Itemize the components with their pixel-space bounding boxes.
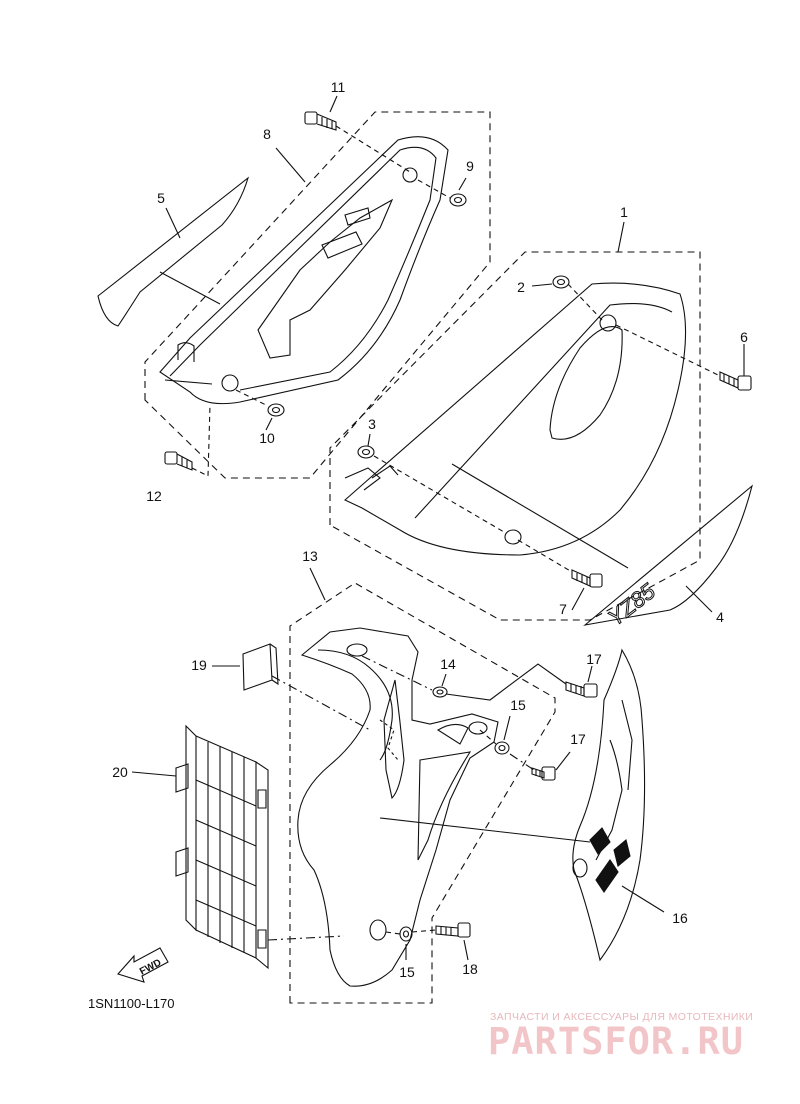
callout-8: 8: [263, 126, 271, 142]
callout-17-upper: 17: [586, 651, 602, 667]
part-18-bolt: [411, 922, 471, 961]
callout-9: 9: [466, 158, 474, 174]
part-10-grommet: [235, 389, 285, 431]
part-13-shroud: [297, 627, 499, 987]
callout-15-lower: 15: [399, 964, 415, 980]
part-15-grommet-lower: [385, 926, 413, 960]
part-5-decal: [97, 176, 250, 327]
callout-6: 6: [740, 329, 748, 345]
callout-5: 5: [157, 190, 165, 206]
callout-13: 13: [302, 548, 318, 564]
part-19-sponge: [212, 643, 371, 731]
part-11-bolt: [304, 111, 411, 173]
part-1-side-cover: [344, 282, 687, 556]
callout-2: 2: [517, 279, 525, 295]
part-6-bolt: [615, 324, 752, 391]
group-box-1: [329, 251, 701, 621]
part-12-bolt: [164, 404, 211, 477]
callout-3: 3: [368, 416, 376, 432]
part-9-grommet: [417, 177, 467, 207]
watermark-logo: PARTSFOR.RU: [488, 1020, 745, 1063]
part-17-bolt-lower: [509, 751, 571, 781]
callout-16: 16: [672, 910, 688, 926]
callout-12: 12: [146, 488, 162, 504]
group-box-13: [289, 582, 556, 1004]
part-8-side-cover: [159, 136, 449, 405]
callout-18: 18: [462, 961, 478, 977]
callout-17-lower: 17: [570, 731, 586, 747]
part-17-bolt-upper: [445, 663, 598, 701]
group-box-8: [144, 111, 491, 479]
part-4-decal: [451, 463, 753, 626]
fwd-arrow-icon: [117, 947, 169, 983]
callout-19: 19: [191, 657, 207, 673]
callout-14: 14: [440, 656, 456, 672]
part-2-grommet: [531, 275, 603, 321]
watermark-caption: ЗАПЧАСТИ И АКСЕССУАРЫ ДЛЯ МОТОТЕХНИКИ: [490, 1011, 754, 1023]
callout-11: 11: [330, 79, 346, 95]
callout-1: 1: [620, 204, 628, 220]
callout-4: 4: [716, 609, 724, 625]
callout-20: 20: [112, 764, 128, 780]
part-15-grommet-upper: [479, 715, 511, 755]
part-20-radiator-guard: [131, 724, 345, 970]
callout-7: 7: [559, 601, 567, 617]
part-14-grommet: [361, 655, 448, 698]
callout-15-upper: 15: [510, 697, 526, 713]
part-16-decal: [379, 648, 665, 962]
callout-10: 10: [259, 430, 275, 446]
fwd-label: FWD: [138, 957, 163, 977]
part-7-bolt: [517, 539, 603, 611]
part-3-grommet: [357, 433, 505, 533]
figure-code: 1SN1100-L170: [88, 996, 175, 1011]
